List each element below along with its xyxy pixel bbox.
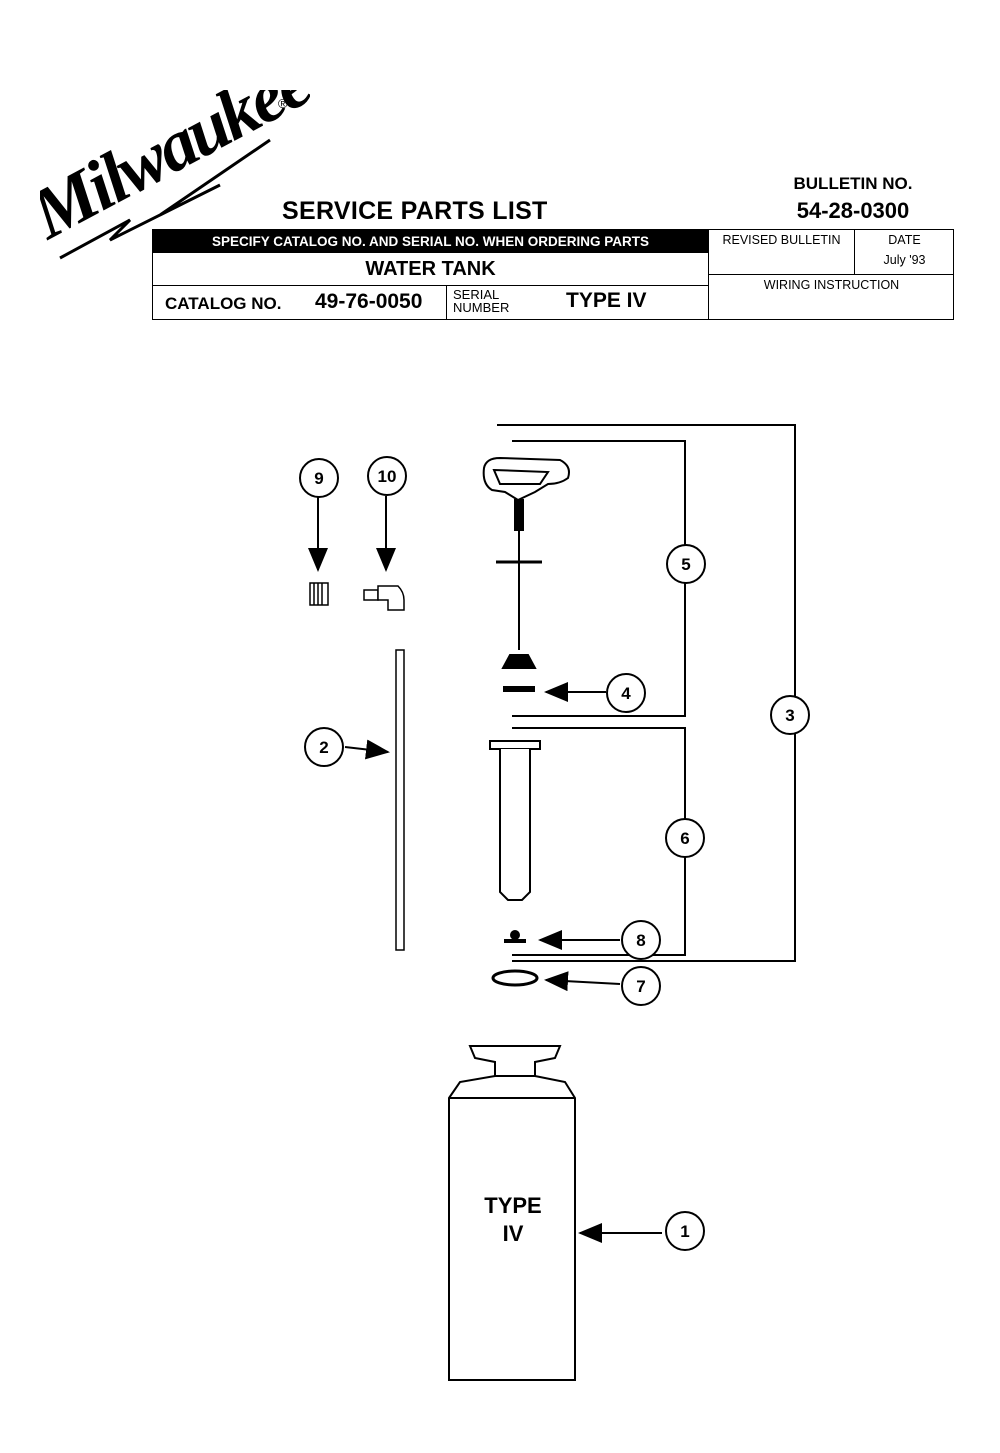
tank-label-line2: IV <box>502 1221 524 1246</box>
callout-4: 4 <box>621 684 631 703</box>
catalog-number: 49-76-0050 <box>315 290 423 313</box>
callout-6: 6 <box>680 829 689 848</box>
callout-circle-3 <box>770 695 810 735</box>
bracket-6 <box>512 727 686 956</box>
type-value: TYPE IV <box>566 289 647 312</box>
serial-label-line2: NUMBER <box>453 300 510 315</box>
revised-bulletin-label: REVISED BULLETIN <box>722 233 841 247</box>
pump-cylinder <box>489 740 541 901</box>
header-table: SPECIFY CATALOG NO. AND SERIAL NO. WHEN … <box>152 229 954 320</box>
elbow-fitting-part-10 <box>363 585 405 611</box>
bracket-3 <box>497 424 796 962</box>
serial-label-line1: SERIAL <box>453 287 500 302</box>
date-label: DATE <box>888 233 921 247</box>
callout-9: 9 <box>314 469 323 488</box>
tank-label: TYPE IV <box>470 1192 556 1248</box>
divider <box>854 230 855 274</box>
callout-circle-8 <box>621 920 661 960</box>
callout-1: 1 <box>680 1222 689 1241</box>
page-title: SERVICE PARTS LIST <box>282 197 548 225</box>
callout-circle-7 <box>621 966 661 1006</box>
fitting-part-9 <box>309 582 329 606</box>
valve-part-8 <box>504 930 526 943</box>
gasket-part-7 <box>491 969 539 987</box>
date-value: July '93 <box>883 253 926 267</box>
callout-3: 3 <box>785 706 794 725</box>
pump-handle-assembly <box>482 456 570 669</box>
arrow-7 <box>544 971 621 992</box>
bulletin-number: 54-28-0300 <box>796 198 910 223</box>
callout-2: 2 <box>319 738 328 757</box>
tank-label-line1: TYPE <box>484 1193 542 1218</box>
divider <box>708 274 954 275</box>
callout-10: 10 <box>378 467 397 486</box>
callout-circle-10 <box>367 456 407 496</box>
bulletin-label: BULLETIN NO. <box>793 174 913 193</box>
callout-8: 8 <box>636 931 645 950</box>
callout-circle-6 <box>665 818 705 858</box>
callout-circle-1 <box>665 1211 705 1251</box>
divider <box>153 285 708 286</box>
catalog-label: CATALOG NO. <box>165 294 282 313</box>
svg-text:®: ® <box>278 96 288 111</box>
callout-circle-5 <box>666 544 706 584</box>
serial-label: SERIAL NUMBER <box>453 288 509 314</box>
tank-part-1 <box>448 1045 576 1381</box>
callout-circle-2 <box>304 727 344 767</box>
callout-7: 7 <box>636 977 645 996</box>
arrow-2 <box>344 739 390 760</box>
tube-part-2 <box>395 649 405 951</box>
callout-circle-9 <box>299 458 339 498</box>
seal-part-4 <box>503 686 535 692</box>
divider <box>446 285 447 319</box>
product-name: WATER TANK <box>365 258 496 280</box>
wiring-instruction-label: WIRING INSTRUCTION <box>763 278 900 292</box>
specify-notice: SPECIFY CATALOG NO. AND SERIAL NO. WHEN … <box>153 230 708 253</box>
callout-5: 5 <box>681 555 690 574</box>
callout-circle-4 <box>606 673 646 713</box>
milwaukee-logo: Milwaukee ® <box>40 90 310 260</box>
